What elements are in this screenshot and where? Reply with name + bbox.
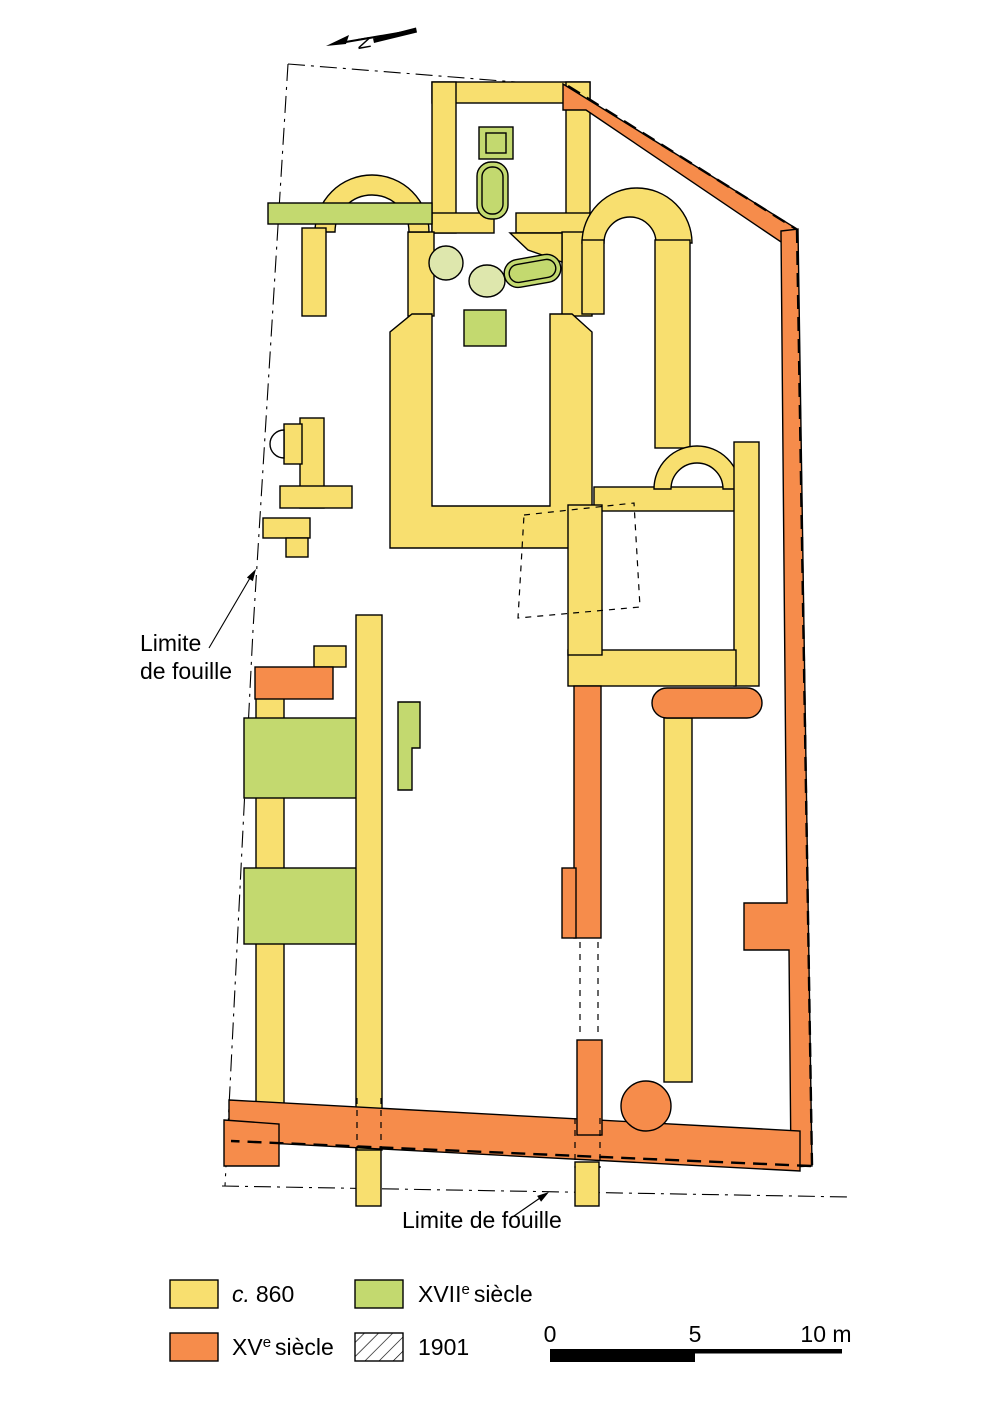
green-band-top [267,202,433,225]
wall-segment [431,81,457,234]
north-arrow-head [326,35,349,46]
altar-base [478,126,514,160]
scale-bar-thin [695,1349,842,1354]
nave-walls [389,313,593,549]
wall-segment [355,1147,382,1207]
legend-label-c860: c.860 [232,1281,294,1307]
green-block-1 [243,717,377,799]
wall-segment [733,441,760,687]
scale-bar: 0 5 10 m [544,1321,852,1362]
green-connector [463,309,507,347]
walls-c860 [255,81,760,1207]
feature-circle [428,245,464,281]
legend-swatch-xv [169,1332,219,1362]
feature-oval [468,264,506,298]
wall-continuation-dashes [356,942,601,1168]
wall-segment [567,504,603,656]
walls-xvii [243,126,514,945]
arch-right [581,187,693,244]
limit-line-left [224,63,289,1187]
arch-left [314,174,430,233]
limit-line-bottom [221,1185,851,1198]
wall-segment [279,485,353,509]
legend-swatch-c860 [169,1279,219,1309]
annotations: Limite de fouille Limite de fouille [140,569,562,1233]
arch-room [653,445,741,490]
limite-left-line2: de fouille [140,658,232,684]
north-arrow-tail [373,27,417,43]
legend-swatch-1901 [354,1332,404,1362]
altar-pill [476,161,509,220]
limite-bottom-arrow-head [537,1192,549,1202]
walls-xv [223,82,813,1172]
wall-segment [567,649,737,687]
wall-segment [574,1161,600,1207]
north-label: N [353,35,375,51]
orange-wall-middle [573,685,602,939]
wall-segment [581,239,605,315]
scale-tick-5: 5 [689,1321,702,1347]
crossing-features [428,245,562,298]
scale-tick-10: 10 m [800,1321,851,1347]
wall-segment [313,645,347,668]
wall-segment [301,227,327,317]
orange-wall-middle-low [576,1039,603,1136]
orange-wall-bottom [228,1099,801,1172]
apse-notch [269,429,285,459]
excavation-edge-dashed [230,84,814,1168]
limite-left-arrow-head [246,569,256,582]
scale-tick-0: 0 [544,1321,557,1347]
wall-segment [283,423,303,465]
feature-pill [503,253,562,289]
hatched-area-1901 [517,502,641,619]
wall-segment [593,486,757,512]
wall-segment [285,537,309,558]
limite-bottom-label: Limite de fouille [402,1207,562,1233]
limite-left-arrow-line [208,577,251,649]
long-wall-c860 [355,614,383,1151]
green-block-2 [243,867,377,945]
orange-wall-middle-bump [561,867,577,939]
orange-feature-circle [620,1080,672,1132]
wall-segment [262,517,311,539]
altar-pill-inner [481,166,504,215]
limite-bottom-arrow-line [513,1197,541,1217]
north-arrow: N [326,27,417,51]
wall-segment [407,231,435,317]
wall-segment [515,212,591,234]
wall-segment [654,239,691,449]
legend-swatch-xvii [354,1279,404,1309]
wall-segment [663,717,693,1083]
altar-inner [485,132,507,154]
green-pier [397,701,421,791]
scale-bar-solid [550,1349,695,1362]
orange-bar-rounded [651,687,763,719]
legend-label-1901: 1901 [418,1334,469,1360]
orange-bar-left [254,666,334,700]
limite-left-line1: Limite [140,630,201,656]
